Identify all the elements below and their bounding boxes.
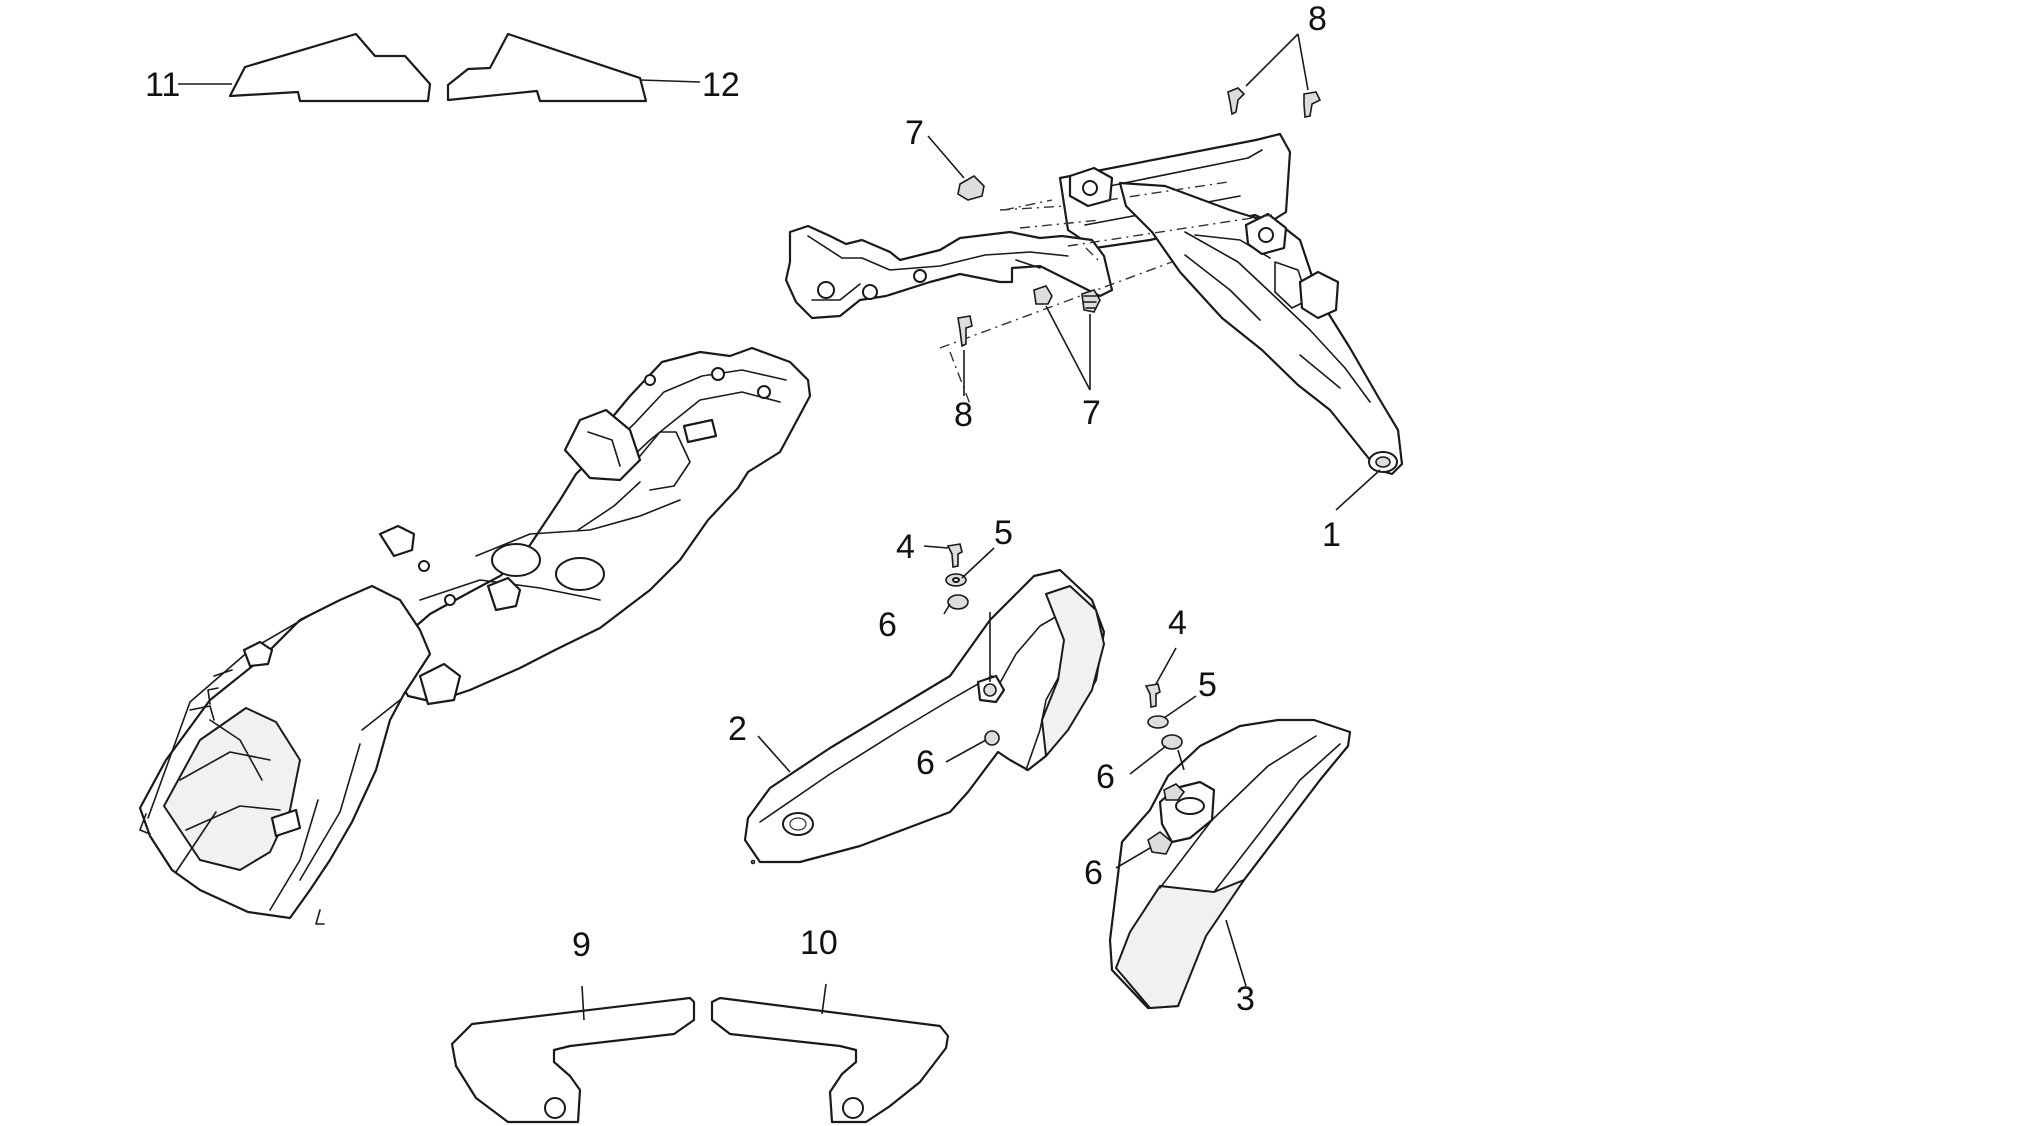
callout-3: 3: [1236, 980, 1255, 1018]
leader-lines: [178, 33, 1381, 1021]
part-1-bracket: [1058, 132, 1404, 476]
fasteners-4-5-6-part3: [1144, 683, 1186, 801]
callout-4-right: 4: [1168, 604, 1187, 642]
part-12-pad: [446, 32, 648, 103]
part-10-pad: [710, 996, 950, 1124]
callout-11: 11: [145, 66, 180, 104]
callout-1: 1: [1322, 516, 1341, 554]
callout-6-right-upper: 6: [1096, 758, 1115, 796]
callout-9: 9: [572, 926, 591, 964]
part-2-side-panel: [743, 568, 1106, 865]
callout-8-bottom: 8: [954, 396, 973, 434]
callout-2: 2: [728, 710, 747, 748]
part-11-pad: [228, 32, 432, 103]
rear-undertray: [138, 346, 812, 925]
part-9-pad: [450, 996, 696, 1124]
callout-5-right: 5: [1198, 666, 1217, 704]
callout-12: 12: [702, 66, 740, 104]
fasteners-4-5-6-part2: [945, 543, 969, 610]
callout-labels: 11 12 8 7 8 7 1 4 5 6 2 6 4 5 6 6 3 9 10: [145, 0, 1341, 1018]
callout-6-middle: 6: [916, 744, 935, 782]
callout-6-right-lower: 6: [1084, 854, 1103, 892]
callout-7-bottom: 7: [1082, 394, 1101, 432]
callout-5-left: 5: [994, 514, 1013, 552]
callout-7-top: 7: [905, 114, 924, 152]
callout-4-left: 4: [896, 528, 915, 566]
assembly-lines: [939, 181, 1273, 405]
fasteners-7-8: [957, 87, 1322, 348]
subframe-rack: [784, 166, 1114, 320]
callout-6-left: 6: [878, 606, 897, 644]
callout-10: 10: [800, 924, 838, 962]
callout-8-top: 8: [1308, 0, 1327, 38]
part-3-side-panel: [1108, 718, 1352, 1010]
